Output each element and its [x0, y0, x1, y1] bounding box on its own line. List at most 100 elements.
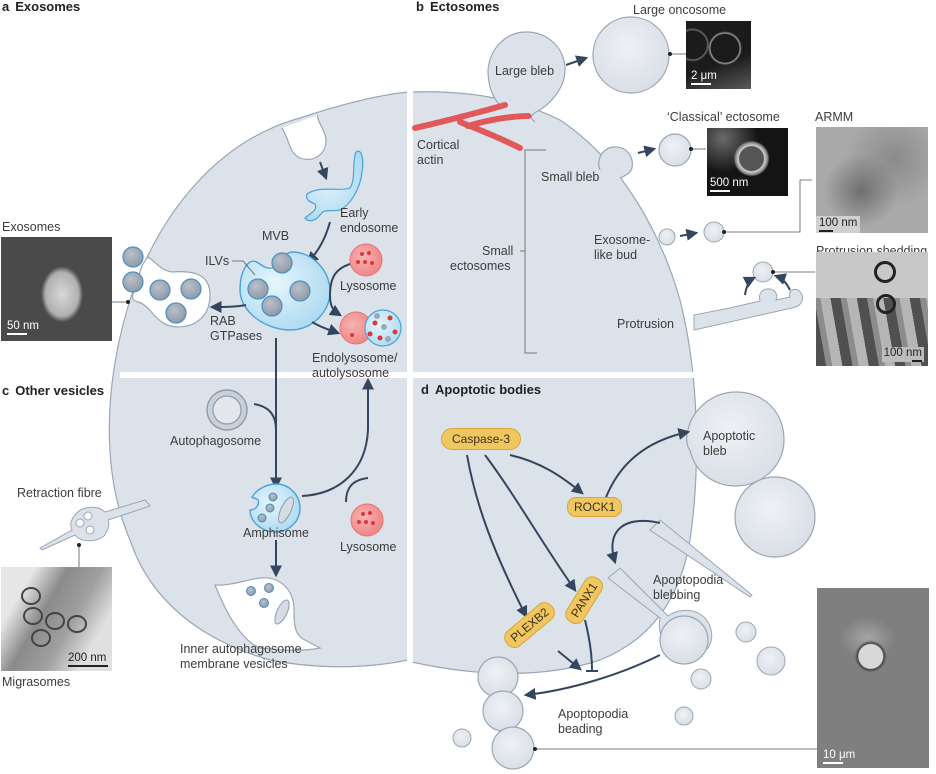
- panel-c-name: Other vesicles: [15, 383, 105, 398]
- exosome-like-bud: [658, 228, 676, 246]
- free-apoptotic-bodies: [452, 621, 786, 748]
- endocytic-invagination: [281, 114, 327, 160]
- amphisome: [249, 483, 301, 533]
- small-ectosomes-label-1: Small: [482, 244, 513, 258]
- small-bleb-arrow: [637, 145, 657, 158]
- lysosome-to-endolysosome-arrow: [328, 263, 351, 317]
- apoptopodia-blebbing-label-1: Apoptopodia: [653, 573, 723, 587]
- cell-body: [108, 85, 700, 675]
- small-ectosomes-label-2: ectosomes: [450, 259, 510, 273]
- panel-a-name: Exosomes: [15, 0, 81, 14]
- caspase-3-pill: Caspase-3: [441, 428, 522, 450]
- retraction-fibre-label: Retraction fibre: [17, 486, 102, 500]
- large-oncosome-label: Large oncosome: [633, 3, 726, 17]
- apoptopodia-bleb: [659, 615, 709, 665]
- apoptopodia-beads: [477, 656, 535, 770]
- rab-label-2: GTPases: [210, 329, 262, 343]
- exosomes-micrograph: 50 nm: [1, 237, 112, 341]
- protrusion-shedding-scale-bar: 100 nm: [881, 347, 924, 362]
- large-oncosome-micrograph: 2 μm: [686, 21, 751, 89]
- rock1-pill: ROCK1: [567, 497, 623, 517]
- autophagosome-merge-line: [253, 403, 277, 431]
- cortical-actin-label-1: Cortical: [417, 138, 459, 152]
- autophagosome-label: Autophagosome: [170, 434, 261, 448]
- amphisome-label: Amphisome: [243, 526, 309, 540]
- small-ectosomes-bracket: [520, 149, 546, 354]
- panel-c-title: c Other vesicles: [2, 383, 104, 398]
- early-endosome-label-1: Early: [340, 206, 369, 220]
- armm-label: ARMM: [815, 110, 853, 124]
- mvb-to-endolysosome-arrow: [311, 321, 341, 336]
- panel-d-letter: d: [421, 382, 429, 397]
- autophagosome: [206, 389, 248, 431]
- panel-a-letter: a: [2, 0, 10, 14]
- mvb: [239, 251, 331, 331]
- large-bleb-arrow: [565, 55, 589, 67]
- panel-d-title: d Apoptotic bodies: [421, 382, 541, 397]
- lysosome-merge-line: [345, 477, 369, 503]
- large-bleb: [487, 31, 566, 123]
- mvb-to-membrane-arrow: [209, 300, 247, 313]
- large-bleb-label: Large bleb: [495, 64, 554, 78]
- ilvs-label: ILVs: [205, 254, 229, 268]
- panel-d-name: Apoptotic bodies: [434, 382, 542, 397]
- protrusion-label: Protrusion: [617, 317, 674, 331]
- apoptotic-bleb-label-2: bleb: [703, 444, 727, 458]
- amphisome-to-autolysosome-arrow: [301, 377, 374, 497]
- exosomes-scale-text: 50 nm: [7, 320, 39, 332]
- endolysosome-label-2: autolysosome: [312, 366, 389, 380]
- classical-ectosome-scale-bar: 500 nm: [710, 177, 748, 192]
- panel-b-name: Ectosomes: [429, 0, 500, 14]
- large-oncosome: [592, 16, 670, 94]
- apoptopodia-strand: [649, 519, 753, 598]
- bud-arrow: [679, 228, 699, 241]
- caspase-pathway-arrows: [466, 428, 691, 700]
- apoptotic-bleb: [686, 391, 785, 487]
- panel-a-title: a Exosomes: [2, 0, 80, 14]
- protrusion-shedding-micrograph: 100 nm: [816, 252, 928, 366]
- exosomes-micro-label: Exosomes: [2, 220, 61, 234]
- migrasomes-scale-bar: 200 nm: [68, 652, 108, 667]
- lysosome-c: [350, 503, 384, 537]
- classical-ectosome-micrograph: 500 nm: [707, 128, 788, 196]
- exosome-like-bud-label-1: Exosome-: [594, 233, 650, 247]
- armm-scale-text: 100 nm: [819, 217, 858, 229]
- panel-c-letter: c: [2, 383, 10, 398]
- armm-vesicle: [703, 221, 725, 243]
- classical-ectosome-label: ‘Classical’ ectosome: [667, 110, 780, 124]
- rab-label-1: RAB: [210, 314, 236, 328]
- apoptotic-scale-bar: 10 μm: [823, 749, 855, 764]
- migrasomes-micrograph: 200 nm: [1, 567, 112, 671]
- exosomes-scale-bar: 50 nm: [7, 320, 39, 335]
- protrusion-shedding-scale-text: 100 nm: [883, 347, 922, 359]
- small-bleb-label: Small bleb: [541, 170, 599, 184]
- apoptopodia-blebbing-label-2: blebbing: [653, 588, 700, 602]
- classical-ectosome: [658, 133, 692, 167]
- apoptotic-bleb-label-1: Apoptotic: [703, 429, 755, 443]
- early-endosome-shape: [304, 150, 364, 222]
- inner-autophagosome-vesicles: [246, 583, 290, 625]
- lysosome-a-label: Lysosome: [340, 279, 397, 293]
- apoptopodia-beading-label-1: Apoptopodia: [558, 707, 628, 721]
- shed-vesicle: [752, 261, 774, 283]
- armm-micrograph: 100 nm: [816, 127, 928, 233]
- migrasomes-scale-text: 200 nm: [68, 652, 107, 664]
- released-exosomes: [122, 246, 202, 324]
- endocytosis-arrow: [317, 161, 329, 181]
- apoptopodia-beading-label-2: beading: [558, 722, 603, 736]
- inner-autophagosome-label-1: Inner autophagosome: [180, 642, 302, 656]
- early-endosome-label-2: endosome: [340, 221, 398, 235]
- classical-ectosome-scale-text: 500 nm: [710, 177, 749, 189]
- apoptotic-micrograph: 10 μm: [817, 588, 929, 768]
- cortical-actin: [412, 102, 533, 151]
- apoptotic-body-large: [734, 476, 816, 558]
- ilvs-leader-line: [232, 260, 256, 276]
- mvb-label: MVB: [262, 229, 289, 243]
- exosome-like-bud-label-2: like bud: [594, 248, 637, 262]
- migrasomes-label: Migrasomes: [2, 675, 71, 689]
- lysosome-c-label: Lysosome: [340, 540, 397, 554]
- large-oncosome-scale-bar: 2 μm: [691, 70, 717, 85]
- large-oncosome-scale-text: 2 μm: [691, 70, 717, 82]
